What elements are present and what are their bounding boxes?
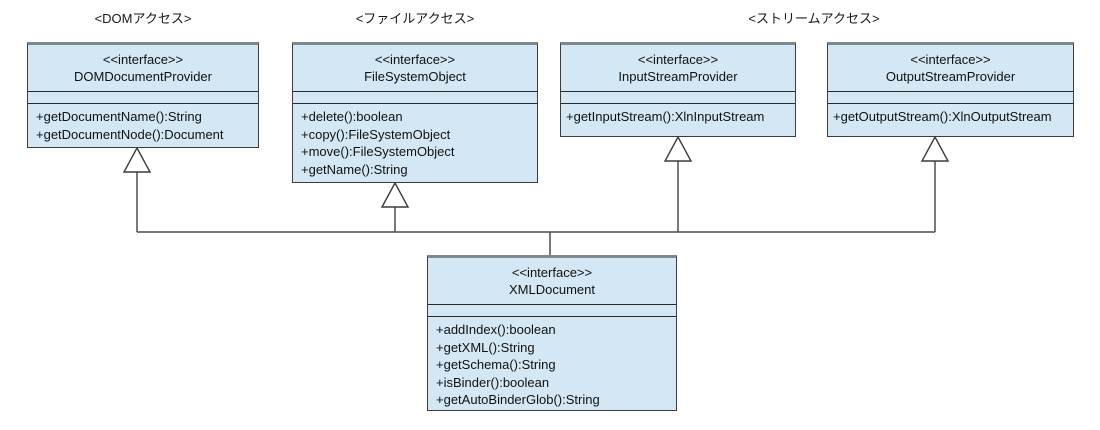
method-item: +isBinder():boolean [436,374,550,390]
interface-name: FileSystemObject [364,69,466,84]
interface-box-filesystemobject: <<interface>> FileSystemObject +delete()… [292,42,538,183]
generalization-arrow-outputstream [920,135,950,162]
interface-box-outputstreamprovider: <<interface>> OutputStreamProvider +getO… [827,42,1074,137]
interface-title-compartment: <<interface>> DOMDocumentProvider [28,45,258,92]
attributes-compartment [28,92,258,104]
attributes-compartment [561,92,795,104]
method-item: +delete():boolean [301,109,403,124]
stereotype-label: <<interface>> [511,265,593,280]
method-item: +getDocumentName():String [36,109,202,124]
interface-box-domdocumentprovider: <<interface>> DOMDocumentProvider +getDo… [27,42,259,148]
attributes-compartment [428,305,676,317]
interface-box-inputstreamprovider: <<interface>> InputStreamProvider +getIn… [560,42,796,137]
generalization-arrow-file [380,181,410,208]
method-item: +move():FileSystemObject [301,144,455,159]
interface-name: XMLDocument [509,282,595,297]
interface-name: DOMDocumentProvider [74,69,212,84]
method-item: +getInputStream():XlnInputStream [566,109,765,124]
interface-name: OutputStreamProvider [885,69,1016,84]
method-item: +getXML():String [436,339,535,355]
methods-compartment: +getInputStream():XlnInputStream [561,104,795,136]
method-item: +copy():FileSystemObject [301,126,451,142]
stereotype-label: <<interface>> [910,52,991,67]
method-item: +getOutputStream():XlnOutputStream [833,109,1052,124]
methods-compartment: +addIndex():boolean +getXML():String +ge… [428,317,676,410]
interface-title-compartment: <<interface>> InputStreamProvider [561,45,795,92]
group-label-file-access: <ファイルアクセス> [355,11,475,26]
generalization-arrow-dom [122,146,152,173]
interface-name: InputStreamProvider [618,69,738,84]
stereotype-label: <<interface>> [102,52,184,67]
methods-compartment: +delete():boolean +copy():FileSystemObje… [293,104,537,182]
interface-title-compartment: <<interface>> OutputStreamProvider [828,45,1073,92]
interface-title-compartment: <<interface>> FileSystemObject [293,45,537,92]
method-item: +getDocumentNode():Document [36,126,224,142]
methods-compartment: +getOutputStream():XlnOutputStream [828,104,1073,136]
group-label-stream-access: <ストリームアクセス> [748,11,880,26]
interface-box-xmldocument: <<interface>> XMLDocument +addIndex():bo… [427,255,677,411]
attributes-compartment [293,92,537,104]
method-item: +getName():String [301,161,408,177]
generalization-arrow-inputstream [663,135,693,162]
method-item: +getAutoBinderGlob():String [436,392,600,407]
stereotype-label: <<interface>> [637,52,719,67]
interface-title-compartment: <<interface>> XMLDocument [428,258,676,305]
attributes-compartment [828,92,1073,104]
group-label-dom-access: <DOMアクセス> [94,11,192,26]
method-item: +getSchema():String [436,357,556,372]
method-item: +addIndex():boolean [436,322,556,337]
stereotype-label: <<interface>> [374,52,456,67]
methods-compartment: +getDocumentName():String +getDocumentNo… [28,104,258,147]
